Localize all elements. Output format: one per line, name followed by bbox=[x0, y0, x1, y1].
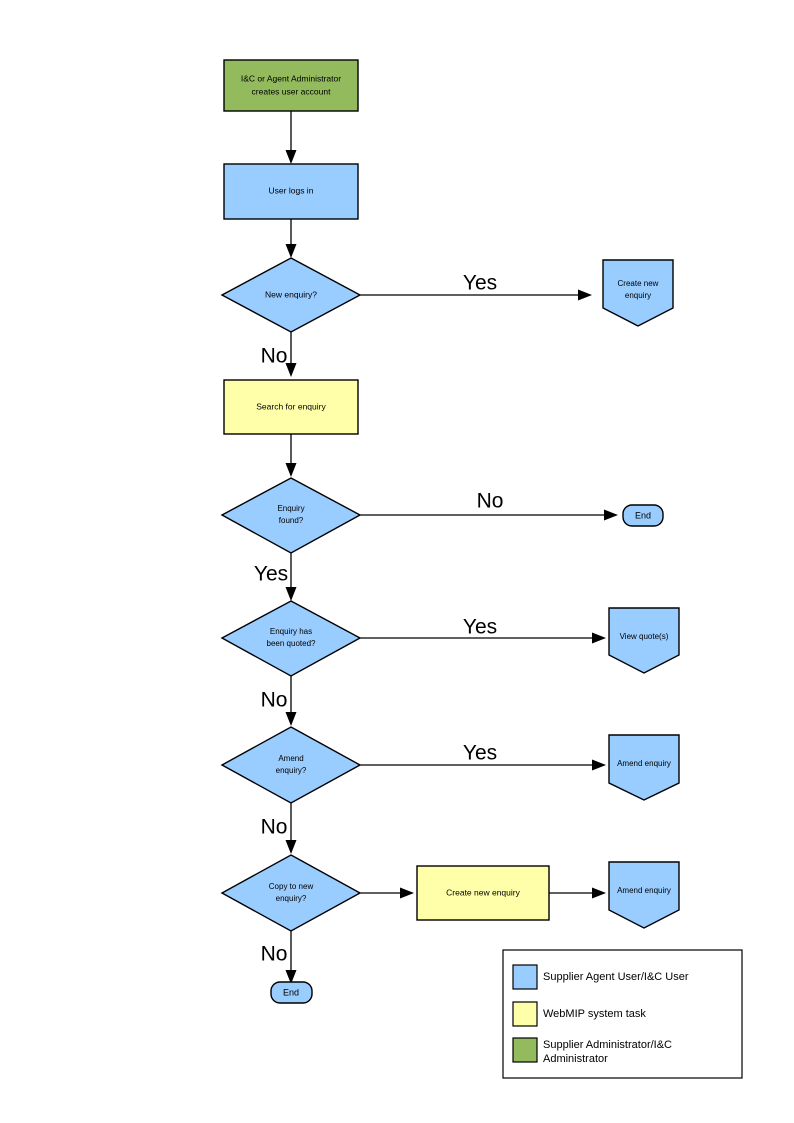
legend-swatch-yellow bbox=[512, 1001, 538, 1027]
search-for-enquiry-label: Search for enquiry bbox=[256, 401, 326, 411]
node-new-enquiry-decision[interactable]: New enquiry? bbox=[220, 257, 362, 333]
amend-enquiry-action-2-label: Amend enquiry bbox=[617, 886, 671, 895]
arrow-head-icon bbox=[285, 587, 297, 601]
legend-swatch-blue bbox=[512, 964, 538, 990]
arrow-head-icon bbox=[285, 244, 297, 258]
arrow-head-icon bbox=[285, 363, 297, 377]
create-new-enquiry-top-shape bbox=[602, 259, 674, 327]
node-create-new-enquiry-bottom[interactable]: Create new enquiry bbox=[416, 865, 550, 921]
search-for-enquiry-shape bbox=[223, 379, 359, 435]
arrow-head-icon bbox=[592, 759, 606, 771]
end-terminator-right-shape bbox=[622, 504, 664, 527]
view-quotes-label: View quote(s) bbox=[620, 632, 669, 641]
admin-creates-account-label-line2: creates user account bbox=[252, 86, 332, 96]
enquiry-quoted-decision-label-line2: been quoted? bbox=[267, 639, 316, 648]
arrow-head-icon bbox=[604, 509, 618, 521]
arrow-head-icon bbox=[285, 463, 297, 477]
arrow-head-icon bbox=[285, 840, 297, 854]
node-enquiry-found-decision[interactable]: Enquiry found? bbox=[220, 477, 362, 554]
legend-item-supplier-agent-user: Supplier Agent User/I&C User bbox=[512, 964, 689, 990]
node-create-new-enquiry-top[interactable]: Create new enquiry bbox=[602, 259, 674, 327]
user-logs-in-label: User logs in bbox=[269, 185, 314, 195]
enquiry-found-decision-label-line2: found? bbox=[279, 516, 304, 525]
branch-label-new-enquiry-yes: Yes bbox=[463, 272, 497, 295]
branch-label-enquiry-quoted-yes: Yes bbox=[463, 616, 497, 639]
node-amend-enquiry-action-2[interactable]: Amend enquiry bbox=[608, 861, 680, 929]
arrow-head-icon bbox=[285, 970, 297, 984]
legend-label-webmip-system-task: WebMIP system task bbox=[543, 1008, 646, 1020]
view-quotes-shape bbox=[608, 607, 680, 674]
legend-label-supplier-administrator-line1: Supplier Administrator/I&C bbox=[543, 1039, 672, 1051]
node-end-terminator-bottom[interactable]: End bbox=[270, 981, 313, 1004]
node-enquiry-quoted-decision[interactable]: Enquiry has been quoted? bbox=[220, 600, 362, 677]
legend-item-supplier-administrator: Supplier Administrator/I&C Administrator bbox=[512, 1037, 672, 1065]
branch-label-amend-enquiry-no: No bbox=[261, 816, 288, 839]
create-new-enquiry-top-label-line2: enquiry bbox=[625, 291, 651, 300]
node-user-logs-in[interactable]: User logs in bbox=[223, 163, 359, 220]
node-end-terminator-right[interactable]: End bbox=[622, 504, 664, 527]
arrow-head-icon bbox=[592, 632, 606, 644]
legend-label-supplier-administrator-line2: Administrator bbox=[543, 1053, 608, 1065]
node-amend-enquiry-decision[interactable]: Amend enquiry? bbox=[220, 726, 362, 804]
copy-to-new-enquiry-decision-shape bbox=[220, 854, 362, 932]
new-enquiry-decision-shape bbox=[220, 257, 362, 333]
enquiry-found-decision-label-line1: Enquiry bbox=[277, 504, 304, 513]
create-new-enquiry-top-label-line1: Create new bbox=[618, 279, 659, 288]
branch-label-enquiry-found-yes: Yes bbox=[254, 563, 288, 586]
node-admin-creates-account[interactable]: I&C or Agent Administrator creates user … bbox=[223, 59, 359, 112]
new-enquiry-decision-label: New enquiry? bbox=[265, 289, 317, 299]
enquiry-quoted-decision-label-line1: Enquiry has bbox=[270, 627, 312, 636]
copy-to-new-enquiry-decision-label-line2: enquiry? bbox=[276, 894, 307, 903]
amend-enquiry-decision-label-line2: enquiry? bbox=[276, 766, 307, 775]
branch-label-new-enquiry-no: No bbox=[261, 345, 288, 368]
arrow-head-icon bbox=[285, 150, 297, 164]
amend-enquiry-action-shape bbox=[608, 734, 680, 801]
end-terminator-bottom-shape bbox=[270, 981, 313, 1004]
admin-creates-account-label-line1: I&C or Agent Administrator bbox=[241, 73, 341, 83]
enquiry-found-decision-shape bbox=[220, 477, 362, 554]
amend-enquiry-action-2-shape bbox=[608, 861, 680, 929]
user-logs-in-shape bbox=[223, 163, 359, 220]
branch-label-amend-enquiry-yes: Yes bbox=[463, 742, 497, 765]
end-terminator-bottom-label: End bbox=[283, 987, 299, 997]
legend-swatch-green bbox=[512, 1037, 538, 1063]
branch-label-enquiry-found-no: No bbox=[477, 490, 504, 513]
amend-enquiry-action-label: Amend enquiry bbox=[617, 759, 671, 768]
arrow-head-icon bbox=[285, 712, 297, 726]
branch-label-enquiry-quoted-no: No bbox=[261, 689, 288, 712]
copy-to-new-enquiry-decision-label-line1: Copy to new bbox=[269, 882, 314, 891]
end-terminator-right-label: End bbox=[635, 510, 651, 520]
node-view-quotes[interactable]: View quote(s) bbox=[608, 607, 680, 674]
node-search-for-enquiry[interactable]: Search for enquiry bbox=[223, 379, 359, 435]
enquiry-quoted-decision-shape bbox=[220, 600, 362, 677]
amend-enquiry-decision-label-line1: Amend bbox=[278, 754, 303, 763]
create-new-enquiry-bottom-label: Create new enquiry bbox=[446, 887, 520, 897]
node-amend-enquiry-action[interactable]: Amend enquiry bbox=[608, 734, 680, 801]
connectors-layer bbox=[285, 111, 618, 984]
arrow-head-icon bbox=[578, 289, 592, 301]
legend-frame bbox=[502, 949, 743, 1079]
legend: Supplier Agent User/I&C User WebMIP syst… bbox=[502, 949, 743, 1079]
create-new-enquiry-bottom-shape bbox=[416, 865, 550, 921]
arrow-head-icon bbox=[400, 887, 414, 899]
amend-enquiry-decision-shape bbox=[220, 726, 362, 804]
legend-label-supplier-agent-user: Supplier Agent User/I&C User bbox=[543, 971, 689, 983]
arrow-head-icon bbox=[592, 887, 606, 899]
node-copy-to-new-enquiry-decision[interactable]: Copy to new enquiry? bbox=[220, 854, 362, 932]
branch-label-copy-to-new-no: No bbox=[261, 943, 288, 966]
branch-labels-layer: Yes No No Yes Yes No Yes No No bbox=[254, 272, 504, 966]
admin-creates-account-shape bbox=[223, 59, 359, 112]
legend-item-webmip-system-task: WebMIP system task bbox=[512, 1001, 646, 1027]
